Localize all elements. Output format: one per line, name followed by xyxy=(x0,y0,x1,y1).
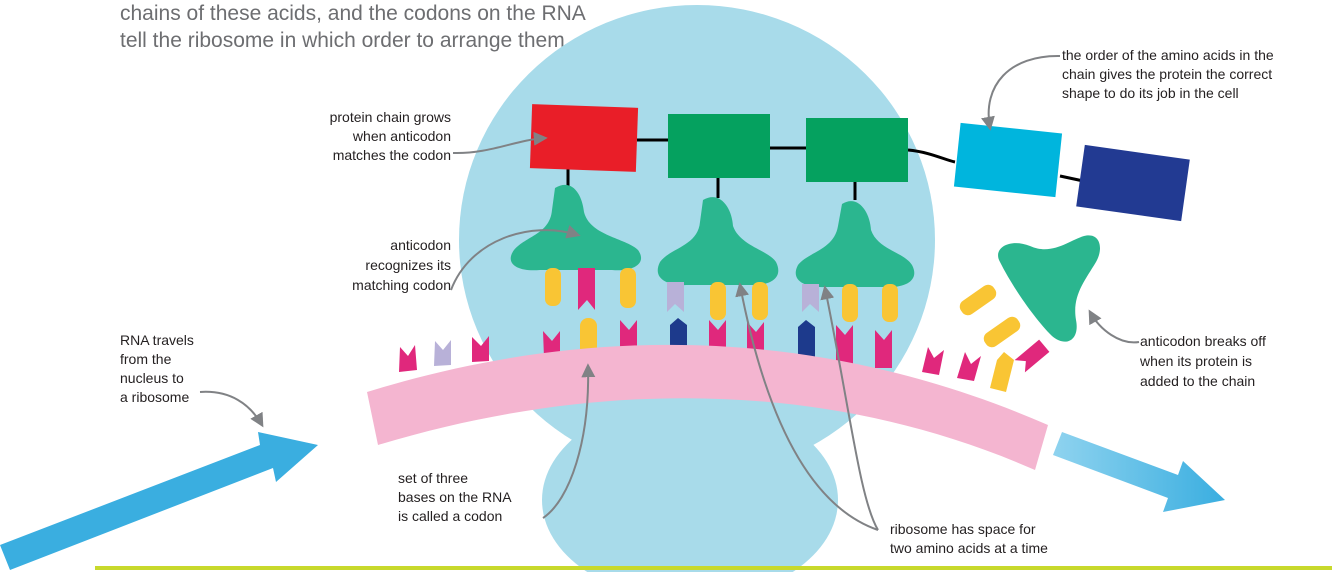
svg-text:anticodon breaks off: anticodon breaks off xyxy=(1140,333,1266,349)
label-codon: set of three bases on the RNA is called … xyxy=(398,470,512,524)
leader-rna xyxy=(200,392,262,425)
amino-acid-cyan xyxy=(954,123,1062,197)
svg-text:recognizes its: recognizes its xyxy=(365,257,451,273)
label-amino-order: the order of the amino acids in the chai… xyxy=(1062,47,1274,101)
intro-line-2: tell the ribosome in which order to arra… xyxy=(120,29,571,52)
svg-text:RNA travels: RNA travels xyxy=(120,332,194,348)
svg-text:nucleus to: nucleus to xyxy=(120,370,184,386)
svg-text:two amino acids at a time: two amino acids at a time xyxy=(890,540,1048,556)
svg-text:added to the chain: added to the chain xyxy=(1140,373,1255,389)
svg-text:when anticodon: when anticodon xyxy=(352,128,451,144)
leader-amino-order xyxy=(989,56,1060,128)
amino-acid-green xyxy=(668,114,770,178)
svg-text:is called a codon: is called a codon xyxy=(398,508,502,524)
base-lavender xyxy=(434,340,451,366)
svg-text:protein chain grows: protein chain grows xyxy=(330,109,451,125)
leader-breaks-off xyxy=(1090,312,1139,342)
svg-text:the order of the amino acids i: the order of the amino acids in the xyxy=(1062,47,1274,63)
svg-text:set of three: set of three xyxy=(398,470,468,486)
svg-text:when its protein is: when its protein is xyxy=(1139,353,1252,369)
label-anticodon-breaks: anticodon breaks off when its protein is… xyxy=(1139,333,1266,389)
rna-outgoing-arrow xyxy=(1053,432,1225,512)
svg-text:bases on the RNA: bases on the RNA xyxy=(398,489,512,505)
amino-acid-red xyxy=(530,104,638,172)
svg-text:shape to do its job in the cel: shape to do its job in the cell xyxy=(1062,85,1239,101)
svg-text:chain gives the protein the co: chain gives the protein the correct xyxy=(1062,66,1272,82)
trna-released xyxy=(957,235,1100,372)
label-protein-chain: protein chain grows when anticodon match… xyxy=(330,109,451,163)
amino-acid-green xyxy=(806,118,908,182)
rna-incoming-arrow xyxy=(0,432,318,570)
svg-text:a ribosome: a ribosome xyxy=(120,389,189,405)
base-magenta xyxy=(399,345,417,372)
label-ribosome-space: ribosome has space for two amino acids a… xyxy=(890,521,1048,556)
svg-text:from the: from the xyxy=(120,351,172,367)
svg-text:matching codon: matching codon xyxy=(352,277,451,293)
svg-text:anticodon: anticodon xyxy=(390,237,451,253)
svg-text:ribosome has space for: ribosome has space for xyxy=(890,521,1036,537)
base-magenta xyxy=(957,352,981,381)
label-rna-travels: RNA travels from the nucleus to a riboso… xyxy=(120,332,194,405)
svg-text:matches the codon: matches the codon xyxy=(333,147,451,163)
bottom-rule xyxy=(95,566,1332,570)
base-magenta xyxy=(922,347,944,375)
amino-acid-navy xyxy=(1076,145,1190,221)
base-yellow xyxy=(990,352,1014,392)
label-anticodon-recognizes: anticodon recognizes its matching codon xyxy=(352,237,451,293)
intro-line-1: chains of these acids, and the codons on… xyxy=(120,2,586,25)
base-magenta xyxy=(472,336,489,362)
